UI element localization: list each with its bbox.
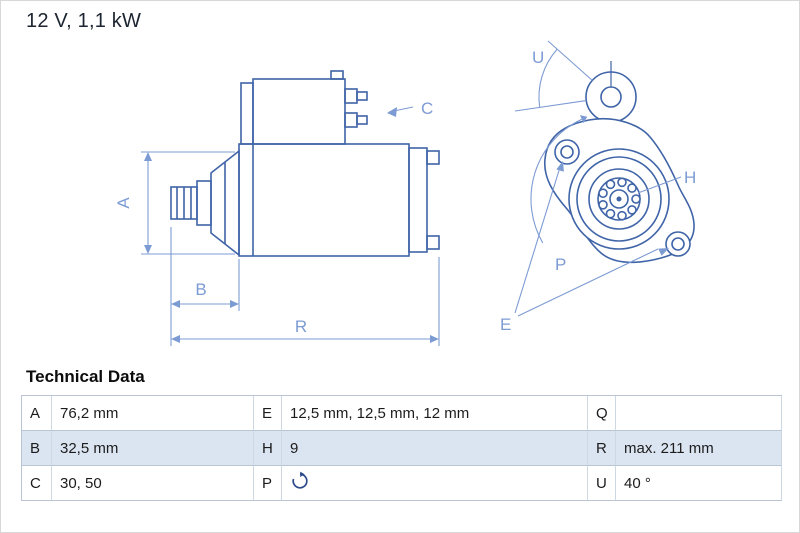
table-key-A: A: [22, 396, 52, 431]
table-value-B: 32,5 mm: [52, 431, 254, 466]
dimension-arrowheads: [144, 107, 669, 343]
solenoid: [240, 70, 368, 145]
gear-center-dot: [616, 196, 622, 202]
dimension-labels: A B R C U H P E: [114, 48, 696, 336]
table-key-P: P: [254, 466, 282, 501]
table-key-C: C: [22, 466, 52, 501]
table-value-P: [282, 466, 588, 501]
table-value-A: 76,2 mm: [52, 396, 254, 431]
page-title: 12 V, 1,1 kW: [26, 10, 142, 32]
motor-body: [238, 143, 440, 257]
label-P: P: [555, 255, 566, 274]
table-key-B: B: [22, 431, 52, 466]
table-value-R: max. 211 mm: [616, 431, 782, 466]
label-E: E: [500, 315, 511, 334]
label-C: C: [421, 99, 433, 118]
label-B: B: [195, 280, 206, 299]
table-key-Q: Q: [588, 396, 616, 431]
shaft-collar: [196, 180, 212, 226]
label-H: H: [684, 168, 696, 187]
table-key-E: E: [254, 396, 282, 431]
table-value-U: 40 °: [616, 466, 782, 501]
table-value-H: 9: [282, 431, 588, 466]
technical-data-table: A 76,2 mm E 12,5 mm, 12,5 mm, 12 mm Q B …: [21, 395, 782, 501]
label-R: R: [295, 317, 307, 336]
table-value-C: 30, 50: [52, 466, 254, 501]
label-A: A: [114, 197, 133, 209]
rotation-icon: [290, 471, 310, 495]
tab-hole: [600, 86, 622, 108]
dimension-lines: [141, 40, 682, 346]
table-key-U: U: [588, 466, 616, 501]
label-U: U: [532, 48, 544, 67]
table-key-H: H: [254, 431, 282, 466]
drive-end-housing: [210, 149, 240, 257]
front-view: [543, 71, 695, 264]
starter-motor-technical-drawing: A B R C U H P E: [114, 40, 696, 346]
table-key-R: R: [588, 431, 616, 466]
table-value-E: 12,5 mm, 12,5 mm, 12 mm: [282, 396, 588, 431]
pinion-gear: [170, 186, 198, 220]
mounting-holes: [554, 139, 691, 257]
table-value-Q: [616, 396, 782, 431]
technical-data-heading: Technical Data: [26, 367, 145, 386]
side-view: [170, 70, 440, 257]
